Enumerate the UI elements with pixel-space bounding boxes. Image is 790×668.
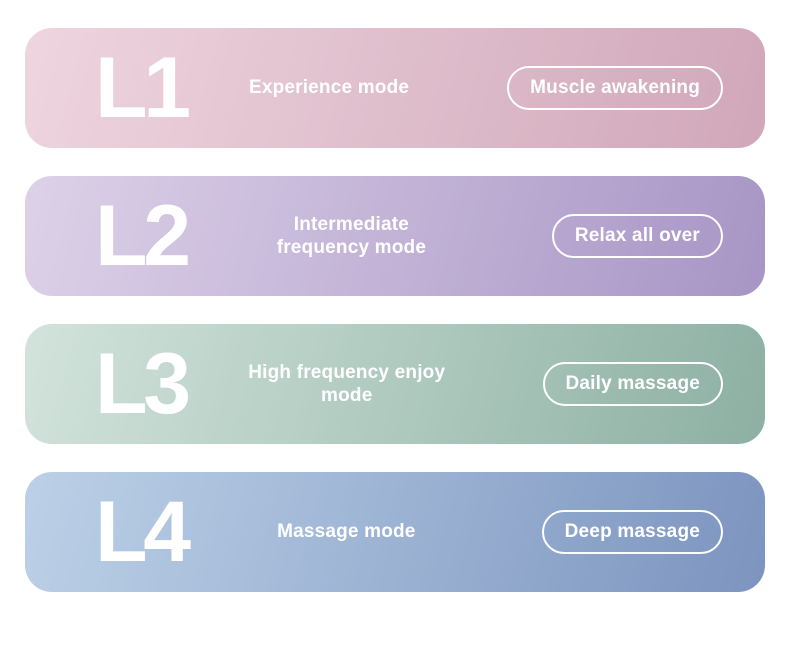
mode-name-l1: Experience mode (248, 77, 410, 99)
level-label-l1: L1 (95, 40, 191, 136)
level-label-l3: L3 (95, 336, 191, 432)
mode-card-l4[interactable]: L4 Massage mode Deep massage (25, 472, 765, 592)
benefit-badge-l2: Relax all over (551, 214, 723, 258)
mode-name-l4: Massage mode (277, 521, 416, 543)
benefit-badge-l3: Daily massage (542, 362, 723, 406)
level-label-l2: L2 (95, 188, 191, 284)
benefit-badge-l1: Muscle awakening (507, 66, 723, 110)
benefit-badge-l4: Deep massage (541, 510, 723, 554)
mode-card-l1[interactable]: L1 Experience mode Muscle awakening (25, 28, 765, 148)
mode-card-list: L1 Experience mode Muscle awakening L2 I… (25, 28, 765, 592)
mode-name-l3: High frequency enjoy mode (248, 361, 446, 406)
mode-card-l2[interactable]: L2 Intermediate frequency mode Relax all… (25, 176, 765, 296)
level-label-l4: L4 (95, 484, 191, 580)
mode-name-l2: Intermediate frequency mode (276, 213, 427, 258)
mode-card-l3[interactable]: L3 High frequency enjoy mode Daily massa… (25, 324, 765, 444)
